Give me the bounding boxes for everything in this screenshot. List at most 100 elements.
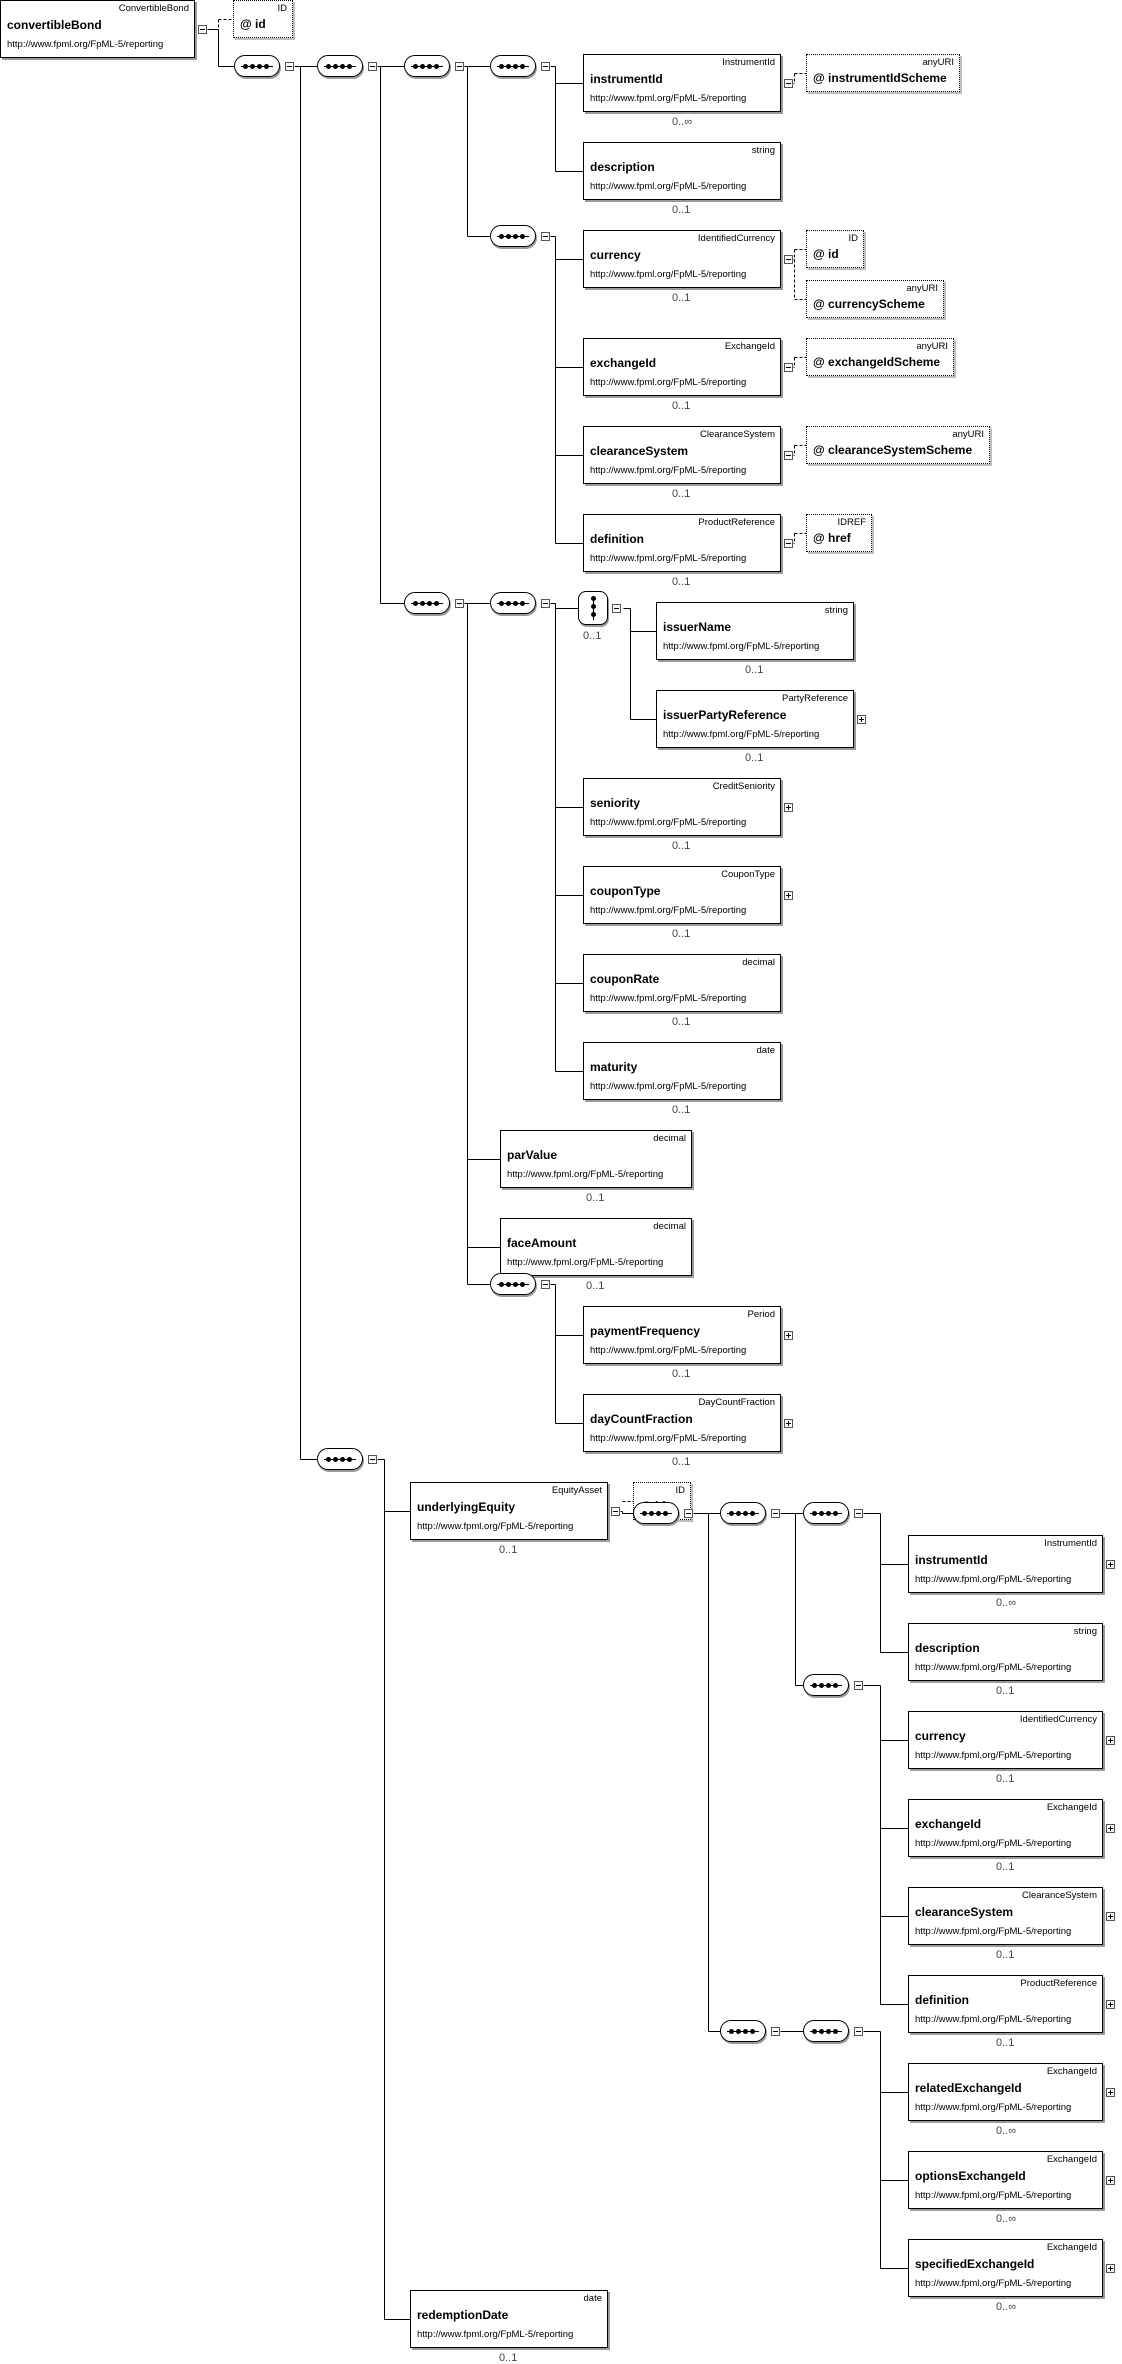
expand-toggle[interactable] <box>784 803 793 812</box>
attribute-box-currencyId[interactable]: ID@ id <box>806 230 864 268</box>
sequence-dot <box>333 64 338 69</box>
attribute-box-cbId[interactable]: ID@ id <box>233 0 293 38</box>
sequence-compositor[interactable] <box>490 1273 536 1295</box>
collapse-toggle[interactable] <box>541 232 550 241</box>
collapse-toggle[interactable] <box>854 1509 863 1518</box>
sequence-compositor[interactable] <box>720 2020 766 2042</box>
attribute-box-exchangeIdScheme[interactable]: anyURI@ exchangeIdScheme <box>806 338 954 376</box>
element-type: ConvertibleBond <box>118 3 189 14</box>
attribute-box-href[interactable]: IDREF@ href <box>806 514 872 552</box>
collapse-toggle[interactable] <box>541 1280 550 1289</box>
collapse-toggle[interactable] <box>684 1509 693 1518</box>
expand-toggle[interactable] <box>857 715 866 724</box>
expand-toggle[interactable] <box>1106 2000 1115 2009</box>
sequence-compositor[interactable] <box>234 55 280 77</box>
collapse-toggle[interactable] <box>784 539 793 548</box>
collapse-toggle[interactable] <box>541 599 550 608</box>
expand-toggle[interactable] <box>784 1419 793 1428</box>
expand-toggle[interactable] <box>1106 1824 1115 1833</box>
sequence-compositor[interactable] <box>490 592 536 614</box>
collapse-toggle[interactable] <box>455 62 464 71</box>
sequence-dot <box>420 601 425 606</box>
sequence-compositor[interactable] <box>404 55 450 77</box>
sequence-dot <box>257 64 262 69</box>
expand-toggle[interactable] <box>784 891 793 900</box>
element-namespace: http://www.fpml.org/FpML-5/reporting <box>7 39 164 50</box>
sequence-compositor[interactable] <box>490 55 536 77</box>
element-name: currency <box>915 1729 966 1743</box>
sequence-compositor[interactable] <box>803 1502 849 1524</box>
sequence-compositor[interactable] <box>317 1448 363 1470</box>
expand-toggle[interactable] <box>1106 2176 1115 2185</box>
collapse-toggle[interactable] <box>198 25 207 34</box>
expand-toggle[interactable] <box>1106 1560 1115 1569</box>
attribute-type: anyURI <box>922 57 954 68</box>
collapse-toggle[interactable] <box>784 451 793 460</box>
sequence-compositor[interactable] <box>720 1502 766 1524</box>
sequence-compositor[interactable] <box>490 225 536 247</box>
collapse-toggle[interactable] <box>784 79 793 88</box>
collapse-toggle[interactable] <box>854 2027 863 2036</box>
collapse-toggle[interactable] <box>455 599 464 608</box>
collapse-toggle[interactable] <box>854 1681 863 1690</box>
expand-toggle[interactable] <box>1106 1912 1115 1921</box>
element-name: relatedExchangeId <box>915 2081 1022 2095</box>
attribute-box-instrumentIdScheme[interactable]: anyURI@ instrumentIdScheme <box>806 54 960 92</box>
sequence-compositor[interactable] <box>803 2020 849 2042</box>
expand-toggle[interactable] <box>1106 2264 1115 2273</box>
expand-toggle[interactable] <box>1106 2088 1115 2097</box>
expand-toggle[interactable] <box>784 1331 793 1340</box>
sequence-compositor[interactable] <box>317 55 363 77</box>
collapse-toggle[interactable] <box>285 62 294 71</box>
collapse-toggle[interactable] <box>368 1455 377 1464</box>
attribute-box-clearanceSystemScheme[interactable]: anyURI@ clearanceSystemScheme <box>806 426 990 464</box>
collapse-toggle[interactable] <box>771 2027 780 2036</box>
sequence-dot <box>243 64 248 69</box>
sequence-dot <box>434 64 439 69</box>
collapse-toggle[interactable] <box>612 604 621 613</box>
sequence-compositor[interactable] <box>803 1674 849 1696</box>
element-type: ProductReference <box>698 517 775 528</box>
collapse-toggle[interactable] <box>784 363 793 372</box>
collapse-toggle[interactable] <box>784 255 793 264</box>
element-namespace: http://www.fpml.org/FpML-5/reporting <box>663 641 820 652</box>
sequence-compositor[interactable] <box>633 1502 679 1524</box>
collapse-toggle[interactable] <box>611 1507 620 1516</box>
attribute-box-currencyScheme[interactable]: anyURI@ currencyScheme <box>806 280 944 318</box>
choice-compositor[interactable] <box>578 591 608 625</box>
sequence-compositor[interactable] <box>404 592 450 614</box>
collapse-toggle[interactable] <box>541 62 550 71</box>
collapse-toggle[interactable] <box>368 62 377 71</box>
choice-dot <box>591 596 596 601</box>
expand-toggle[interactable] <box>1106 1736 1115 1745</box>
collapse-toggle[interactable] <box>771 1509 780 1518</box>
